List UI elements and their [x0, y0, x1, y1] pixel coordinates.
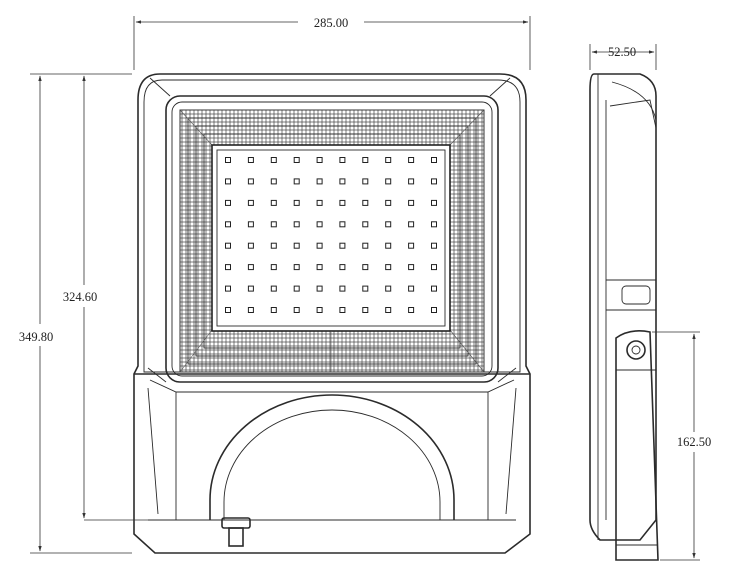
led-chip	[316, 157, 323, 163]
led-chip	[225, 285, 231, 292]
dimension-lines: 285.00 52.50 349.80 324.60 162.50	[19, 16, 711, 561]
led-chip	[408, 157, 415, 163]
led-grid	[225, 157, 437, 313]
dim-total-height-label: 349.80	[19, 330, 53, 344]
led-chip	[385, 199, 392, 206]
cable-gland	[221, 517, 251, 547]
led-chip	[362, 307, 369, 313]
led-chip	[225, 242, 231, 249]
led-chip	[293, 199, 300, 206]
led-chip	[431, 199, 437, 206]
led-chip	[293, 307, 300, 313]
led-chip	[293, 178, 300, 185]
dim-body-height-label: 324.60	[63, 290, 97, 304]
led-chip	[293, 264, 300, 271]
led-chip	[316, 264, 323, 271]
led-chip	[225, 264, 231, 271]
led-chip	[225, 157, 231, 163]
led-chip	[247, 242, 254, 249]
led-chip	[431, 157, 437, 163]
led-chip	[408, 264, 415, 271]
led-panel	[211, 144, 451, 332]
side-profile	[589, 73, 657, 541]
led-chip	[385, 307, 392, 313]
led-chip	[225, 199, 231, 206]
led-chip	[362, 199, 369, 206]
led-chip	[339, 264, 346, 271]
led-chip	[385, 157, 392, 163]
led-chip	[339, 199, 346, 206]
front-view	[133, 73, 531, 554]
side-view	[589, 73, 659, 561]
housing-outline	[133, 73, 531, 554]
led-chip	[225, 307, 231, 313]
led-chip	[408, 242, 415, 249]
led-chip	[385, 242, 392, 249]
led-chip	[270, 285, 277, 292]
dim-depth-label: 52.50	[608, 45, 636, 59]
led-chip	[431, 221, 437, 228]
led-chip	[247, 307, 254, 313]
led-chip	[408, 178, 415, 185]
led-chip	[385, 264, 392, 271]
led-chip	[339, 242, 346, 249]
led-chip	[408, 285, 415, 292]
led-chip	[385, 285, 392, 292]
led-chip	[408, 199, 415, 206]
led-chip	[431, 242, 437, 249]
led-chip	[247, 157, 254, 163]
led-chip	[247, 178, 254, 185]
led-chip	[362, 285, 369, 292]
led-chip	[385, 221, 392, 228]
led-chip	[431, 307, 437, 313]
led-chip	[408, 221, 415, 228]
led-chip	[247, 285, 254, 292]
led-chip	[431, 178, 437, 185]
front-frame	[165, 95, 499, 383]
led-chip	[270, 199, 277, 206]
led-chip	[270, 307, 277, 313]
led-chip	[293, 285, 300, 292]
led-chip	[339, 157, 346, 163]
led-chip	[339, 178, 346, 185]
led-chip	[431, 264, 437, 271]
dim-width-label: 285.00	[314, 16, 348, 30]
led-chip	[385, 178, 392, 185]
led-chip	[362, 264, 369, 271]
led-chip	[316, 242, 323, 249]
mounting-arch	[209, 394, 455, 520]
led-chip	[247, 221, 254, 228]
led-chip	[408, 307, 415, 313]
led-chip	[362, 242, 369, 249]
led-chip	[293, 242, 300, 249]
led-chip	[247, 264, 254, 271]
led-chip	[362, 178, 369, 185]
led-chip	[293, 221, 300, 228]
led-chip	[270, 264, 277, 271]
led-chip	[247, 199, 254, 206]
led-chip	[316, 178, 323, 185]
led-chip	[339, 307, 346, 313]
led-chip	[339, 285, 346, 292]
led-chip	[316, 199, 323, 206]
led-chip	[270, 242, 277, 249]
led-chip	[270, 157, 277, 163]
side-bracket	[615, 330, 659, 561]
led-chip	[316, 307, 323, 313]
led-chip	[339, 221, 346, 228]
led-chip	[270, 221, 277, 228]
led-chip	[225, 221, 231, 228]
led-chip	[293, 157, 300, 163]
led-chip	[431, 285, 437, 292]
led-chip	[225, 178, 231, 185]
led-chip	[270, 178, 277, 185]
dim-bracket-height-label: 162.50	[677, 435, 711, 449]
led-chip	[316, 221, 323, 228]
led-chip	[362, 221, 369, 228]
led-chip	[362, 157, 369, 163]
led-chip	[316, 285, 323, 292]
